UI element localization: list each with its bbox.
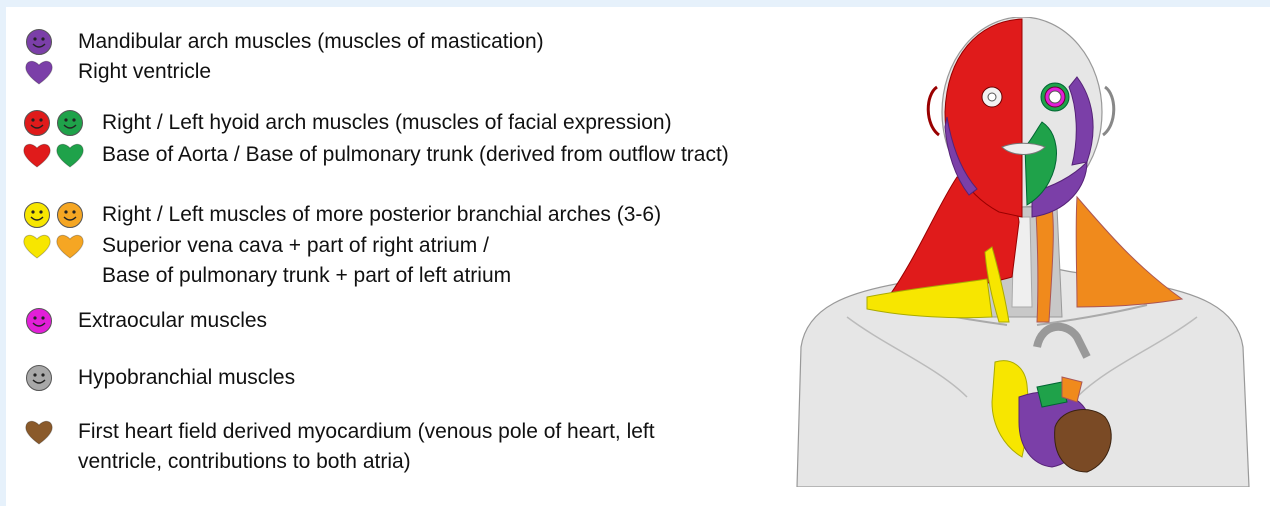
legend-label: Extraocular muscles xyxy=(78,306,267,336)
legend-label: Right / Left hyoid arch muscles (muscles… xyxy=(102,108,672,138)
ear-left xyxy=(928,87,939,135)
eye-right xyxy=(1049,91,1061,103)
legend-label: Superior vena cava + part of right atriu… xyxy=(102,231,489,261)
legend-label: Base of Aorta / Base of pulmonary trunk … xyxy=(102,140,729,170)
content-panel: Mandibular arch muscles (muscles of mast… xyxy=(6,7,1270,506)
legend-label: First heart field derived myocardium (ve… xyxy=(78,417,655,447)
legend-label: Base of pulmonary trunk + part of left a… xyxy=(102,261,511,291)
neck-orange-trapezius xyxy=(1076,197,1182,307)
legend-label: ventricle, contributions to both atria) xyxy=(78,447,411,477)
legend-label: Right ventricle xyxy=(78,57,211,87)
legend-label: Mandibular arch muscles (muscles of mast… xyxy=(78,27,544,57)
legend-label: Hypobranchial muscles xyxy=(78,363,295,393)
pupil-left xyxy=(988,93,996,101)
ear-right xyxy=(1103,87,1114,135)
legend-label: Right / Left muscles of more posterior b… xyxy=(102,200,661,230)
anatomy-illustration xyxy=(787,17,1257,487)
